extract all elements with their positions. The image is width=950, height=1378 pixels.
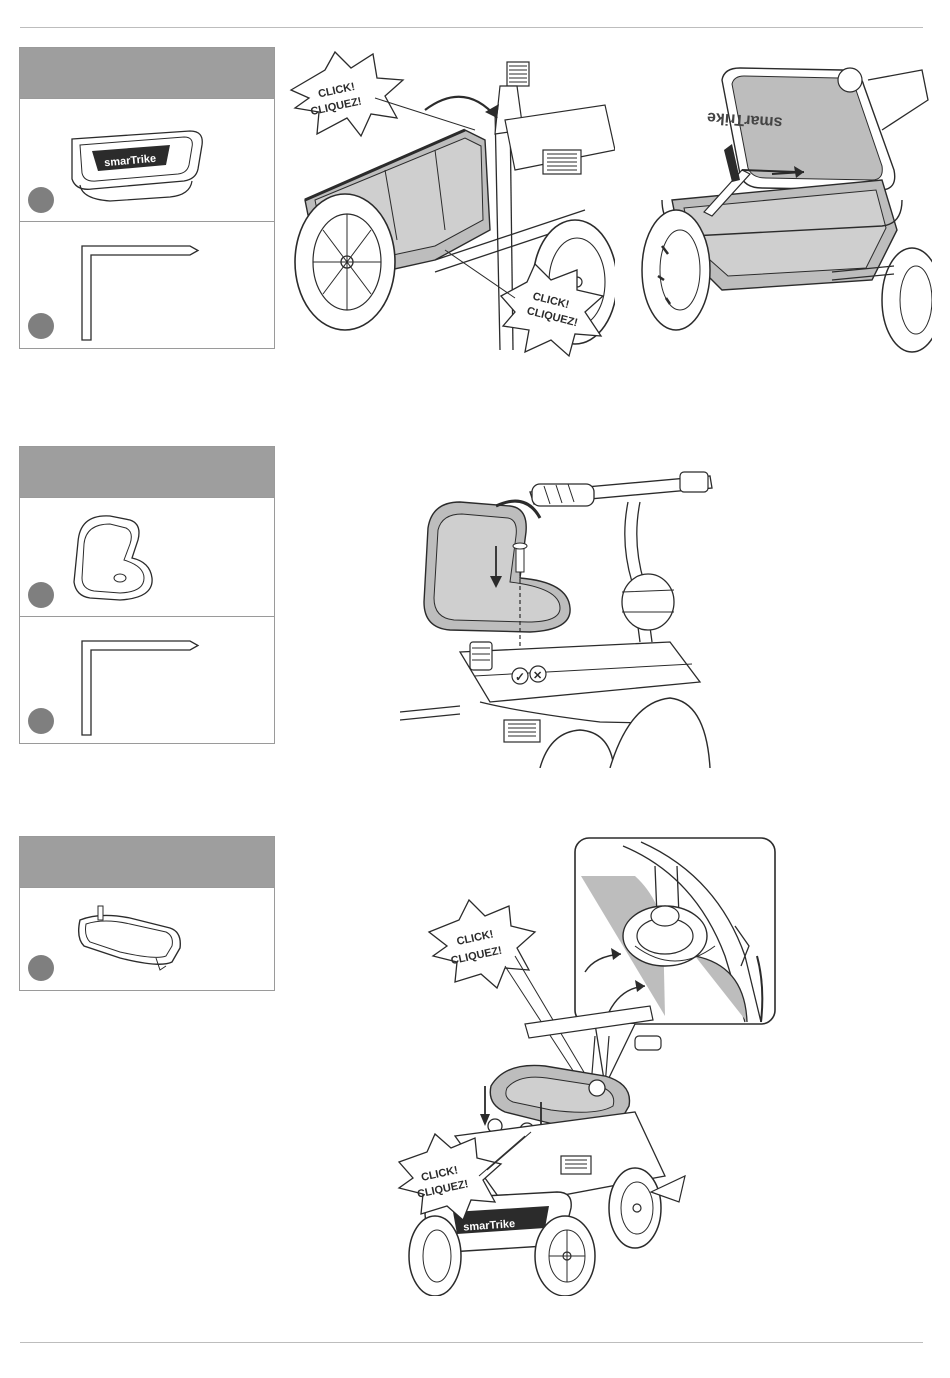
part-cell-storage-lid: smarTrike	[20, 98, 274, 221]
cross-icon: ✕	[533, 670, 542, 682]
allen-key-icon	[20, 222, 273, 346]
allen-key-icon	[20, 617, 273, 741]
parts-box-step-1: smarTrike	[19, 47, 275, 349]
part-badge	[28, 187, 54, 213]
part-badge	[28, 582, 54, 608]
footrest-frame-part-icon	[20, 888, 273, 988]
check-icon: ✓	[515, 670, 525, 684]
part-badge	[28, 313, 54, 339]
parts-header	[20, 48, 274, 98]
parts-header	[20, 837, 274, 887]
footrest-install-illustration: CLICK! CLIQUEZ! smarTrike CLICK! CLIQUEZ…	[395, 836, 780, 1296]
rear-basket-attach-illustration: CLICK! CLIQUEZ! CLICK! CLIQUEZ!	[285, 50, 615, 365]
part-cell-allen-key	[20, 221, 274, 347]
storage-lid-part-icon: smarTrike	[20, 99, 273, 220]
bottom-rule	[20, 1342, 923, 1343]
parts-box-step-2	[19, 446, 275, 744]
part-badge	[28, 955, 54, 981]
seat-part-icon	[20, 498, 273, 615]
parts-box-step-3	[19, 836, 275, 991]
part-badge	[28, 708, 54, 734]
part-cell-footrest-frame	[20, 887, 274, 989]
top-rule	[20, 27, 923, 28]
part-cell-seat	[20, 497, 274, 616]
storage-lid-open-illustration: smarTrike	[632, 40, 932, 355]
part-cell-allen-key	[20, 616, 274, 742]
parts-header	[20, 447, 274, 497]
seat-install-illustration: ✓ ✕	[400, 462, 720, 768]
